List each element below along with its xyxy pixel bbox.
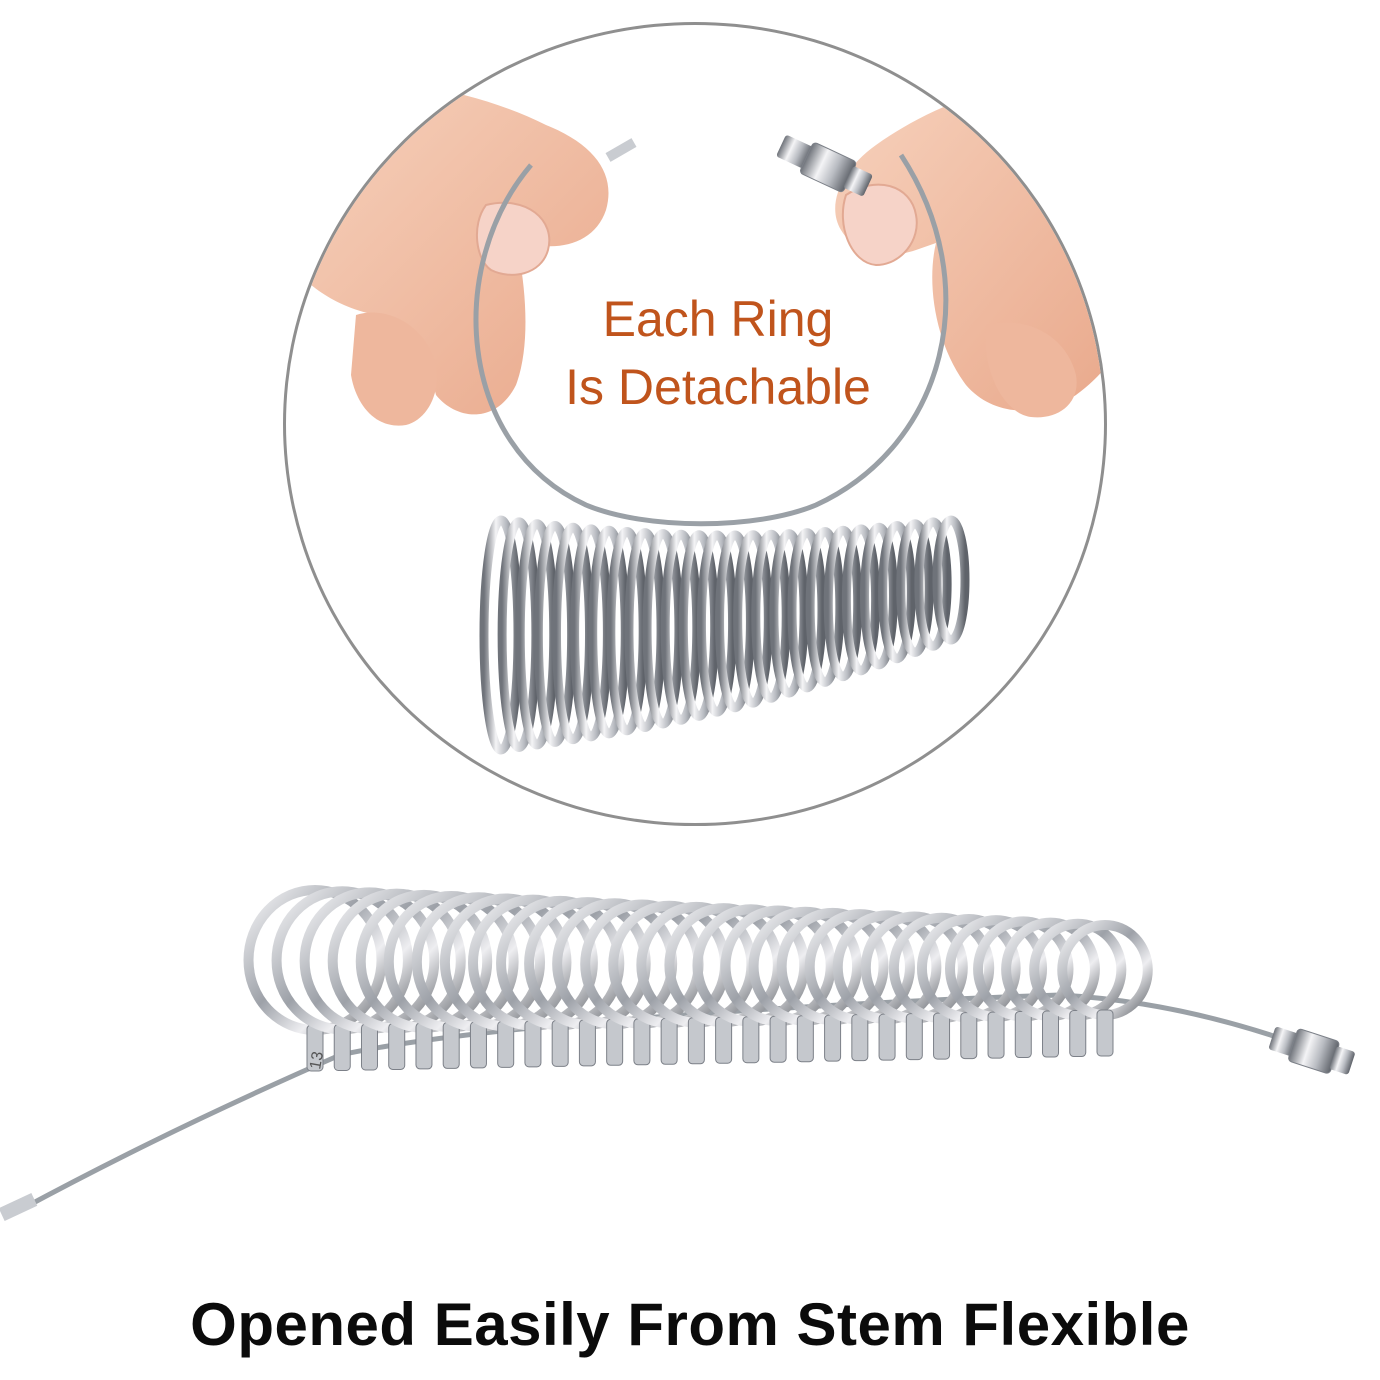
ring-tab xyxy=(1069,1010,1087,1058)
ring-tab xyxy=(796,1015,814,1063)
ring-tab xyxy=(1014,1011,1032,1059)
steel-cable xyxy=(473,153,949,527)
sizing-ring xyxy=(769,529,809,698)
sizing-ring xyxy=(660,529,702,725)
ring-tab xyxy=(851,1014,869,1062)
ring-tab xyxy=(415,1022,433,1070)
ring-tab xyxy=(442,1021,460,1069)
ring-tab xyxy=(606,1018,624,1066)
flexible-stem-caption: Opened Easily From Stem Flexible xyxy=(190,1291,1190,1358)
ring-tab xyxy=(769,1015,787,1063)
ring-tab xyxy=(878,1013,896,1061)
cable-end-tip-bottom xyxy=(0,1193,38,1221)
screw-lock-clasp xyxy=(776,135,873,196)
sizing-ring xyxy=(823,525,863,682)
hanging-ring-set xyxy=(479,515,970,755)
caption-line-2: Is Detachable xyxy=(565,359,871,415)
sizing-ring xyxy=(751,529,791,703)
ring-tab xyxy=(960,1012,978,1060)
sizing-ring xyxy=(896,519,934,658)
side-ring-set xyxy=(243,885,1153,1072)
ring-size-engraving: 13 xyxy=(307,1050,327,1071)
sizing-ring xyxy=(932,515,970,645)
ring-tab xyxy=(360,1023,378,1071)
ring-tab xyxy=(905,1013,923,1061)
sizing-ring xyxy=(878,521,916,664)
sizing-ring xyxy=(841,524,881,676)
ring-tab xyxy=(578,1019,596,1067)
sizing-ring xyxy=(696,530,738,717)
ring-tab xyxy=(715,1016,733,1064)
caption-line-1: Each Ring xyxy=(602,291,834,347)
ring-tab xyxy=(1042,1010,1060,1058)
sizing-ring xyxy=(860,522,898,670)
ring-tab xyxy=(524,1020,542,1068)
ring-tab xyxy=(824,1014,842,1062)
sizing-ring xyxy=(733,530,773,708)
ring-tab xyxy=(933,1012,951,1060)
ring-sizer-side-view-illustration: 13 xyxy=(0,885,1355,1221)
ring-tab xyxy=(469,1021,487,1069)
ring-tab xyxy=(742,1016,760,1064)
sizing-ring xyxy=(805,527,845,687)
cable-end-tip xyxy=(605,138,637,162)
ring-tab xyxy=(551,1019,569,1067)
ring-tab xyxy=(660,1017,678,1065)
ring-tab xyxy=(388,1022,406,1070)
ring-tab xyxy=(633,1018,651,1066)
screw-lock-clasp-bottom xyxy=(1269,1027,1355,1075)
ring-tab xyxy=(987,1011,1005,1059)
detachable-caption: Each Ring Is Detachable xyxy=(508,285,928,421)
sizing-ring xyxy=(715,530,755,713)
ring-tab xyxy=(333,1023,351,1071)
ring-tab xyxy=(1096,1009,1114,1057)
ring-tab xyxy=(687,1017,705,1065)
sizing-ring xyxy=(787,528,827,693)
ring-tab xyxy=(497,1020,515,1068)
sizing-ring xyxy=(678,530,720,721)
detail-inset-circle: Each Ring Is Detachable xyxy=(283,22,1107,826)
hands-holding-ring-sizer-illustration xyxy=(286,78,1104,755)
sizing-ring xyxy=(914,517,952,651)
